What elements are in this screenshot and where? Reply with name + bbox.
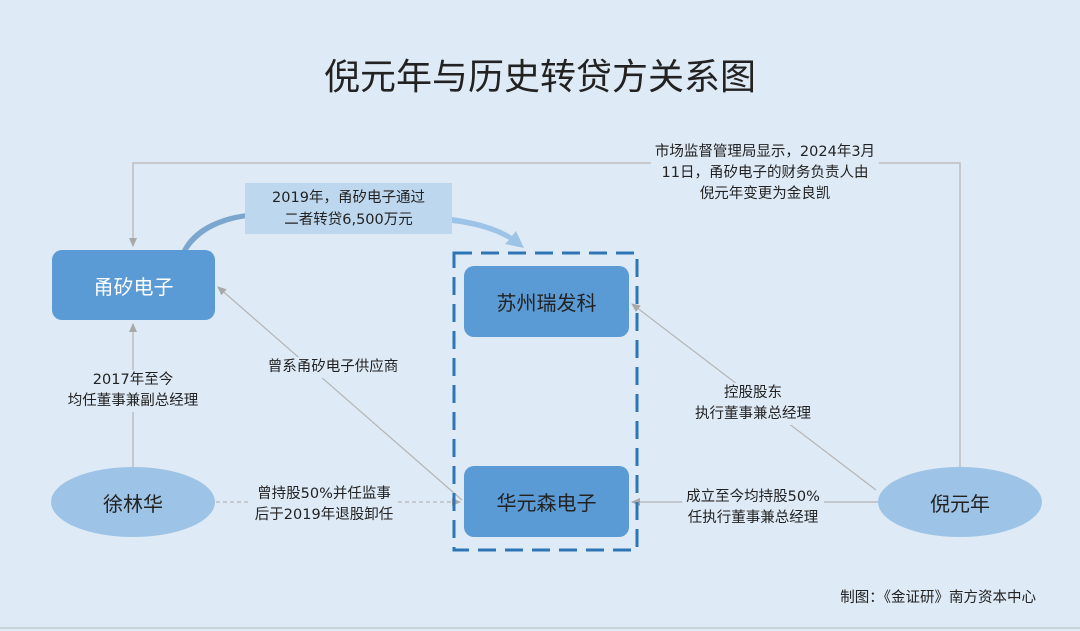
group-dashed-border bbox=[452, 251, 639, 552]
xu-yongxi-line-2: 均任董事兼副总经理 bbox=[67, 393, 199, 409]
loan-label: 2019年，甬矽电子通过 二者转贷6,500万元 bbox=[245, 183, 452, 234]
xu-hys-line-1: 曾持股50%并任监事 bbox=[257, 486, 391, 502]
page-title: 倪元年与历史转贷方关系图 bbox=[323, 57, 756, 98]
ni-hys-label: 成立至今均持股50% 任执行董事兼总经理 bbox=[682, 487, 824, 529]
loan-arrow-tail bbox=[182, 213, 247, 250]
xu-yongxi-label: 2017年至今 均任董事兼副总经理 bbox=[63, 370, 203, 412]
market-bureau-line-3: 倪元年变更为金良凯 bbox=[699, 186, 831, 202]
credit-footer: 制图：《金证研》南方资本中心 bbox=[840, 590, 1036, 606]
ni-hys-line-2: 任执行董事兼总经理 bbox=[687, 510, 819, 526]
xu-hys-label: 曾持股50%并任监事 后于2019年退股卸任 bbox=[250, 484, 398, 526]
ni-hys-line-1: 成立至今均持股50% bbox=[686, 489, 820, 505]
loan-arrow-head bbox=[452, 217, 524, 248]
market-bureau-line-1: 市场监督管理局显示，2024年3月 bbox=[654, 144, 876, 160]
ni-suzhou-label: 控股股东 执行董事兼总经理 bbox=[691, 383, 815, 425]
market-bureau-label: 市场监督管理局显示，2024年3月 11日，甬矽电子的财务负责人由 倪元年变更为… bbox=[650, 142, 880, 205]
bottom-divider bbox=[0, 627, 1080, 629]
node-xulinhua: 徐林华 bbox=[51, 467, 215, 537]
node-suzhou: 苏州瑞发科 bbox=[464, 266, 629, 337]
xu-hys-line-2: 后于2019年退股卸任 bbox=[254, 507, 394, 523]
loan-line-2: 二者转贷6,500万元 bbox=[284, 211, 413, 228]
node-niyuannian: 倪元年 bbox=[878, 467, 1042, 537]
loan-line-1: 2019年，甬矽电子通过 bbox=[272, 189, 425, 206]
node-huayuansen: 华元森电子 bbox=[464, 466, 629, 537]
xu-yongxi-line-1: 2017年至今 bbox=[92, 372, 174, 388]
node-yongxi: 甬矽电子 bbox=[52, 250, 215, 320]
market-bureau-line-2: 11日，甬矽电子的财务负责人由 bbox=[661, 165, 869, 181]
supplier-label: 曾系甬矽电子供应商 bbox=[263, 357, 403, 378]
ni-suzhou-line-1: 控股股东 bbox=[724, 385, 782, 401]
ni-suzhou-line-2: 执行董事兼总经理 bbox=[695, 406, 811, 422]
connector-supplier bbox=[217, 286, 463, 501]
connector-market-bureau bbox=[129, 162, 961, 467]
